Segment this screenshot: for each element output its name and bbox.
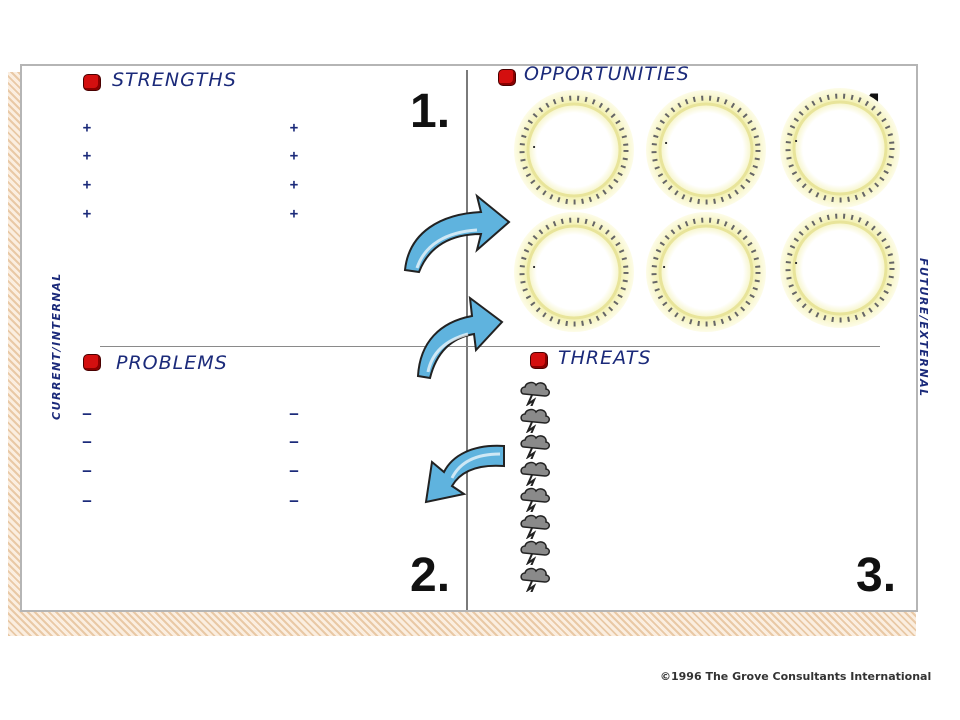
sun-dot: . xyxy=(662,258,667,271)
problem-mark: – xyxy=(82,406,92,422)
opportunities-bullet-icon xyxy=(498,69,516,86)
sun-dot: . xyxy=(532,138,537,151)
problem-mark: – xyxy=(289,434,299,450)
quadrant-number-3: 3. xyxy=(856,549,897,602)
quadrant-number-2: 2. xyxy=(410,549,451,602)
swot-board xyxy=(20,64,918,612)
problems-title: PROBLEMS xyxy=(116,352,228,374)
strengths-bullet-icon xyxy=(83,74,101,91)
quadrant-number-1: 1. xyxy=(410,85,451,138)
threats-bullet-icon xyxy=(530,352,548,369)
sun-icon: . xyxy=(776,84,904,212)
storm-cloud-icon xyxy=(520,514,551,539)
curved-arrow-icon xyxy=(424,444,505,504)
storm-cloud-icon xyxy=(520,408,551,433)
sun-icon: . xyxy=(642,208,770,336)
problems-bullet-icon xyxy=(83,354,101,371)
problem-mark: – xyxy=(82,493,92,509)
horizontal-divider xyxy=(100,346,880,347)
storm-cloud-icon xyxy=(520,434,551,459)
problem-mark: – xyxy=(82,434,92,450)
axis-label-future-external: FUTURE/EXTERNAL xyxy=(917,258,930,398)
strength-mark: + xyxy=(82,206,92,222)
sun-dot: . xyxy=(794,254,799,267)
strength-mark: + xyxy=(289,177,299,193)
strength-mark: + xyxy=(82,148,92,164)
sun-icon: . xyxy=(642,86,770,214)
sun-dot: . xyxy=(664,134,669,147)
strengths-title: STRENGTHS xyxy=(112,69,237,91)
storm-cloud-icon xyxy=(520,487,551,512)
strength-mark: + xyxy=(82,120,92,136)
strength-mark: + xyxy=(289,120,299,136)
sun-icon: . xyxy=(510,86,638,214)
storm-cloud-icon xyxy=(520,567,551,592)
storm-cloud-icon xyxy=(520,540,551,565)
problem-mark: – xyxy=(289,463,299,479)
axis-label-current-internal: CURRENT/INTERNAL xyxy=(50,272,63,420)
sun-dot: . xyxy=(794,132,799,145)
storm-cloud-icon xyxy=(520,381,551,406)
sun-icon: . xyxy=(510,208,638,336)
sun-icon: . xyxy=(776,204,904,332)
curved-arrow-icon xyxy=(416,295,504,380)
problem-mark: – xyxy=(289,493,299,509)
sun-dot: . xyxy=(532,258,537,271)
vertical-divider xyxy=(466,70,468,610)
strength-mark: + xyxy=(82,177,92,193)
threats-title: THREATS xyxy=(558,347,652,369)
strength-mark: + xyxy=(289,206,299,222)
storm-cloud-icon xyxy=(520,461,551,486)
strength-mark: + xyxy=(289,148,299,164)
problem-mark: – xyxy=(289,406,299,422)
problem-mark: – xyxy=(82,463,92,479)
copyright-notice: ©1996 The Grove Consultants Internationa… xyxy=(660,670,932,683)
curved-arrow-icon xyxy=(403,193,511,274)
opportunities-title: OPPORTUNITIES xyxy=(524,63,690,85)
